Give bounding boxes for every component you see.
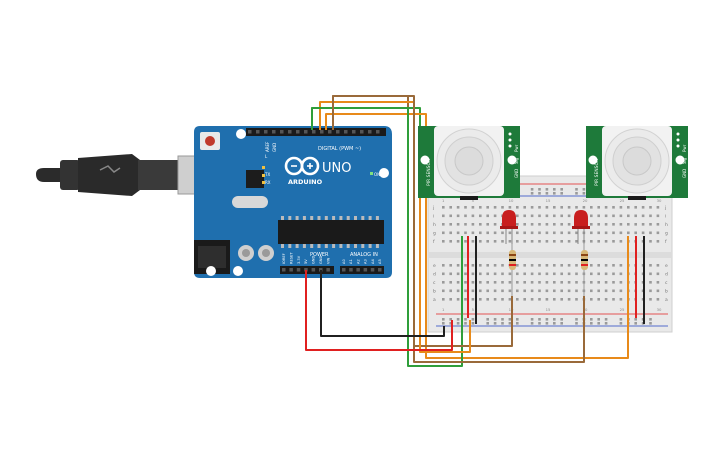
analog-pin-label: A3 [364,259,368,264]
column-number: 1 [442,307,445,312]
column-number: 15 [546,307,551,312]
row-letter: c [665,281,668,286]
row-letter: j [664,205,666,211]
column-number: 15 [546,198,551,203]
analog-pin-label: A5 [378,259,382,264]
column-number: 5 [472,198,475,203]
on-label: ON [374,172,380,177]
digital-label: DIGITAL (PWM ~) [318,146,361,152]
row-letter: c [433,281,436,286]
power-pin-label: GND [319,256,323,264]
wires [305,95,645,367]
wire-orange-arduino-sensor2 [325,113,629,359]
board-model: UNO [322,161,351,176]
usb-cable [36,154,207,196]
power-pin-label: GND [312,256,316,264]
analog-pin-label: A0 [342,259,346,264]
pir-1-pin-gnd: GND [514,169,519,178]
power-pin-label: 3.3V [297,255,301,264]
column-number: 1 [442,198,445,203]
arduino-uno-board[interactable]: UNO ARDUINO DIGITAL (PWM ~) POWER ANALOG… [194,126,392,278]
led-1[interactable] [500,210,518,244]
row-letter: e [665,264,668,269]
column-number: 30 [657,198,662,203]
pir-2-pin-sig: Sig [682,157,687,164]
row-letter: a [433,298,436,303]
digital-header[interactable] [246,128,386,136]
wire-green-arduino-breadboard [311,107,463,367]
row-letter: f [433,239,435,245]
row-letter: g [433,232,436,237]
analog-header[interactable] [340,266,384,274]
wire-black-gnd [320,270,445,337]
column-number: 20 [583,198,588,203]
row-letter: a [665,298,668,303]
row-letter: g [665,232,668,237]
wire-red-5v [305,270,453,351]
row-letter: b [665,289,668,295]
pir-2-title: PIR SENSOR [594,159,600,186]
pir-1-title: PIR SENSOR [426,159,432,186]
usb-chip [246,170,264,188]
row-letter: b [433,289,436,295]
power-pin-label: IOREF [282,253,286,264]
column-number: 25 [620,198,625,203]
power-pin-label: VIN [326,257,330,264]
gnd-label: GND [272,143,277,152]
column-number: 30 [657,307,662,312]
power-pin-label: 5V [304,259,308,264]
led-2[interactable] [572,210,590,244]
row-letter: h [665,222,668,228]
wire-orange-sensor-led [419,128,471,353]
crystal [232,196,268,208]
wire-orange-top [319,101,415,130]
resistor-1[interactable] [509,244,516,296]
analog-label: ANALOG IN [350,252,378,258]
power-pin-label: RESET [289,252,293,264]
column-number: 25 [620,307,625,312]
pir-1-pin-pwr: Pwr [514,144,519,152]
arduino-logo-icon [284,156,320,176]
column-number: 20 [583,307,588,312]
row-letter: i [665,214,666,220]
wire-brown-led2 [413,128,585,363]
pir-2-pin-pwr: Pwr [682,144,687,152]
analog-pin-label: A1 [349,259,353,264]
column-number: 5 [472,307,475,312]
row-letter: h [433,222,436,228]
l-label: L [265,154,268,159]
row-letter: j [432,205,434,211]
board-brand: ARDUINO [288,178,323,186]
column-number: 10 [509,198,514,203]
aref-label: AREF [265,141,270,152]
atmega-chip [278,220,384,244]
power-label: POWER [310,252,329,258]
analog-pin-label: A4 [371,259,375,264]
row-letter: e [433,264,436,269]
pir-1-pin-sig: Sig [514,157,519,164]
pir-sensor-2[interactable]: PIR SENSOR GND Sig Pwr [586,126,688,200]
pir-sensor-1[interactable]: PIR SENSOR GND Sig Pwr [418,126,520,200]
row-letter: d [433,272,436,278]
resistor-2[interactable] [581,244,588,296]
pir-2-pin-gnd: GND [682,169,687,178]
row-letter: d [665,272,668,278]
tx-label: TX [264,172,270,177]
analog-pin-label: A2 [356,259,360,264]
row-letter: f [665,239,667,245]
rx-label: RX [265,180,271,185]
row-letter: i [433,214,434,220]
